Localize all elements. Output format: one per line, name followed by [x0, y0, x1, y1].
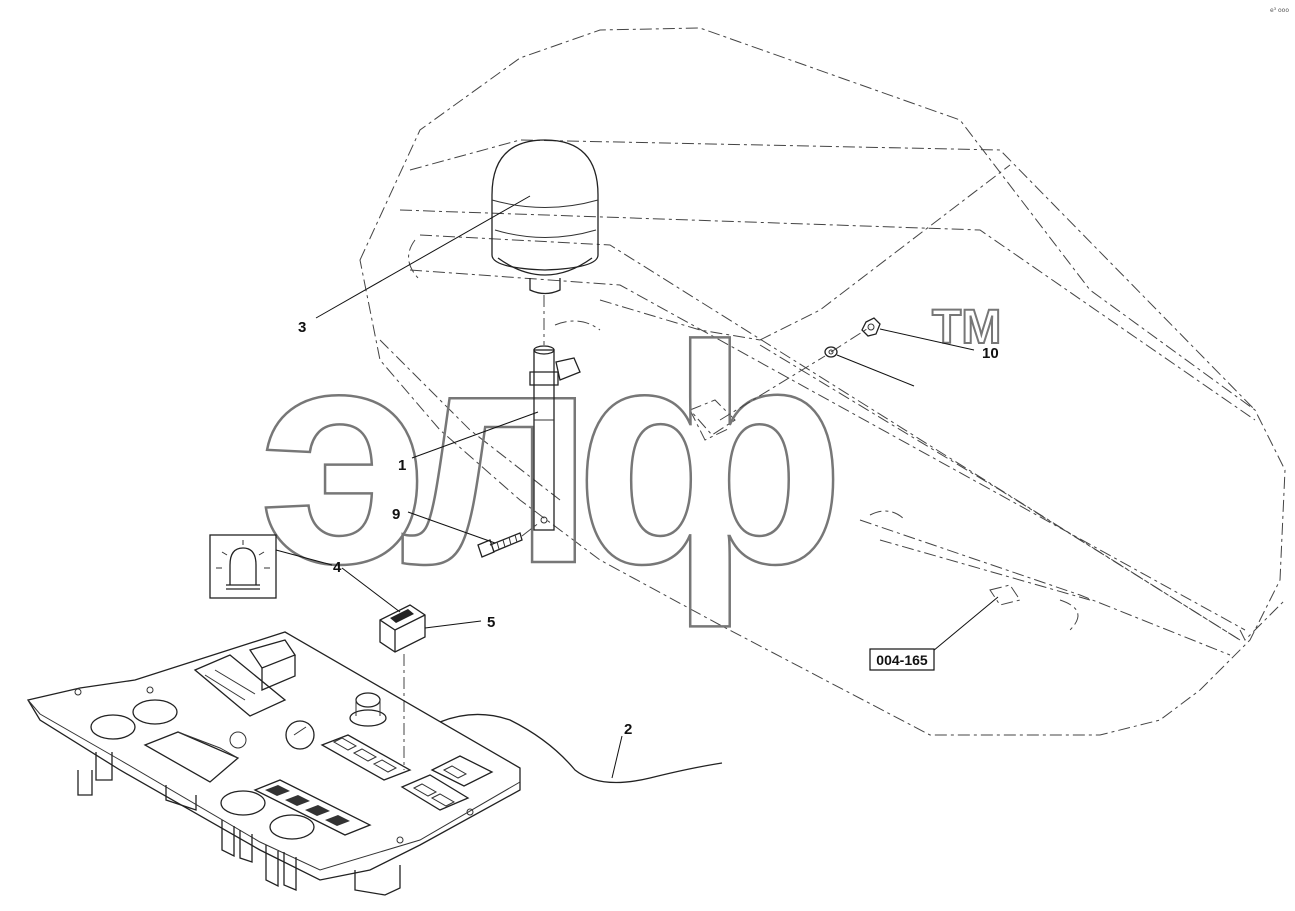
callout-2: 2: [624, 721, 632, 738]
cable: [439, 713, 723, 784]
screw: [477, 521, 541, 558]
callout-3: 3: [298, 319, 306, 336]
beacon-symbol-decal: [209, 534, 277, 599]
watermark: элф TM: [257, 280, 1003, 631]
callout-5: 5: [487, 614, 495, 631]
corner-code: e³ ooo: [1270, 7, 1289, 14]
callout-8: 9: [392, 506, 400, 523]
callout-1: 1: [398, 457, 406, 474]
leader-lines: [275, 195, 999, 779]
callout-9: 10: [982, 345, 999, 362]
cab-roof-outline: [359, 27, 1286, 736]
reference-label: 004-165: [876, 652, 928, 668]
mounting-tube: [529, 295, 581, 531]
reference-box: 004-165: [869, 648, 935, 671]
rocker-switch: [379, 604, 426, 770]
beacon-light: [491, 139, 599, 295]
nut-and-washer: [719, 317, 881, 421]
callout-4: 4: [333, 559, 342, 576]
watermark-tm: TM: [932, 301, 1001, 354]
dashboard-panel: [26, 631, 521, 896]
watermark-text: элф: [258, 281, 836, 630]
